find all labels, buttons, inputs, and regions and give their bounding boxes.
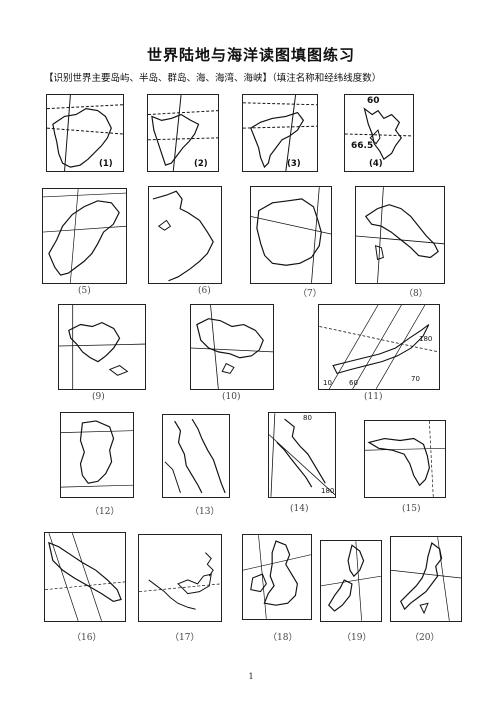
caption-13: （13） bbox=[190, 507, 220, 517]
caption-16: （16） bbox=[72, 633, 102, 643]
caption-15: (15) bbox=[402, 504, 421, 514]
caption-11: (11) bbox=[364, 392, 383, 402]
map-7-outline bbox=[251, 187, 331, 283]
caption-3: (3) bbox=[287, 159, 301, 169]
caption-6: (6) bbox=[198, 286, 211, 296]
map-10 bbox=[190, 304, 274, 390]
caption-8: （8） bbox=[404, 289, 428, 299]
map-17 bbox=[138, 534, 222, 622]
map-19-outline bbox=[321, 541, 381, 621]
map-14: 80 180 bbox=[268, 412, 336, 498]
degree-label-180-m11: 180 bbox=[419, 335, 433, 343]
map-12-outline bbox=[61, 420, 133, 488]
map-16 bbox=[44, 532, 126, 622]
map-11: 10 60 70 180 bbox=[318, 304, 440, 390]
caption-14: (14) bbox=[290, 504, 309, 514]
map-9-outline bbox=[59, 305, 145, 389]
map-16-outline bbox=[45, 533, 125, 621]
caption-18: （18） bbox=[268, 633, 298, 643]
map-5-outline bbox=[43, 189, 126, 283]
degree-label-70: 70 bbox=[411, 375, 420, 383]
map-4: 60 66.5 (4) bbox=[344, 94, 414, 172]
map-17-outline bbox=[139, 552, 221, 610]
caption-9: (9) bbox=[92, 392, 105, 402]
map-7 bbox=[250, 186, 332, 284]
degree-label-180-m14: 180 bbox=[321, 487, 335, 495]
map-1-outline bbox=[47, 95, 123, 171]
map-8 bbox=[355, 186, 445, 284]
map-11-outline bbox=[319, 305, 439, 389]
degree-label-60: 60 bbox=[367, 96, 380, 106]
map-13-outline bbox=[164, 418, 226, 494]
caption-19: （19） bbox=[342, 633, 372, 643]
map-13 bbox=[162, 414, 230, 498]
degree-label-60-m11: 60 bbox=[349, 379, 358, 387]
map-8-outline bbox=[356, 187, 444, 283]
caption-17: （17） bbox=[170, 633, 200, 643]
caption-4: (4) bbox=[369, 159, 383, 169]
map-15-outline bbox=[365, 421, 445, 497]
caption-7: （7） bbox=[298, 289, 322, 299]
map-3: (3) bbox=[242, 94, 318, 172]
map-3-outline bbox=[243, 95, 317, 171]
map-10-outline bbox=[191, 305, 273, 389]
map-15 bbox=[364, 420, 446, 498]
degree-label-10: 10 bbox=[323, 379, 332, 387]
map-12 bbox=[60, 412, 134, 498]
map-1: (1) bbox=[46, 94, 124, 172]
caption-20: （20） bbox=[410, 633, 440, 643]
map-6 bbox=[148, 186, 222, 284]
degree-label-66-5: 66.5 bbox=[351, 141, 374, 151]
map-2-outline bbox=[148, 95, 218, 171]
caption-5: (5) bbox=[78, 286, 91, 296]
map-9 bbox=[58, 304, 146, 390]
map-20 bbox=[390, 536, 462, 622]
caption-2: (2) bbox=[194, 159, 208, 169]
map-18 bbox=[242, 534, 312, 620]
map-5 bbox=[42, 188, 127, 284]
map-6-outline bbox=[152, 190, 214, 282]
map-19 bbox=[320, 540, 382, 622]
caption-10: (10) bbox=[222, 392, 241, 402]
map-4-outline bbox=[345, 107, 413, 161]
map-14-outline bbox=[269, 413, 335, 497]
caption-12: （12） bbox=[90, 507, 120, 517]
map-2: (2) bbox=[147, 94, 219, 172]
map-18-outline bbox=[243, 535, 311, 619]
map-20-outline bbox=[391, 537, 461, 621]
instruction-text: 【识别世界主要岛屿、半岛、群岛、海、海湾、海峡】（填注名称和经纬线度数） bbox=[44, 73, 382, 84]
caption-1: (1) bbox=[99, 159, 113, 169]
degree-label-80: 80 bbox=[303, 414, 312, 422]
page-number: 1 bbox=[248, 672, 254, 681]
page-title: 世界陆地与海洋读图填图练习 bbox=[146, 46, 355, 64]
